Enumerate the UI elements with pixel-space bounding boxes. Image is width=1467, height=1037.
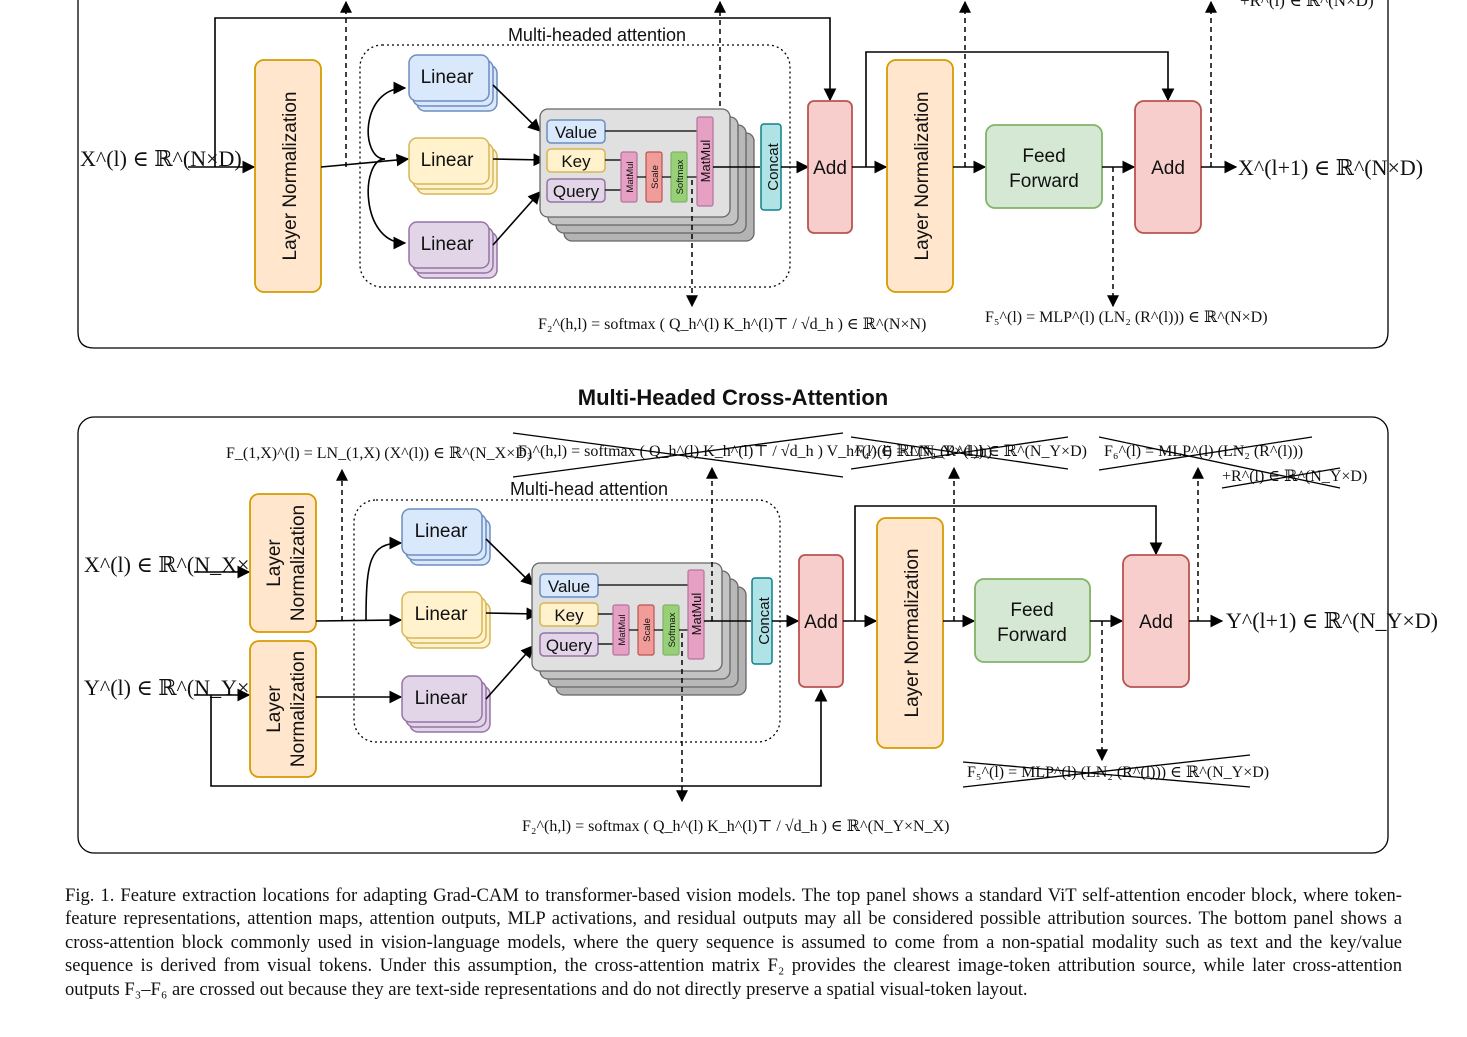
feed-label: Feed (1022, 146, 1065, 167)
bottom-linear-value: Linear (401, 508, 491, 566)
linear-label: Linear (421, 234, 474, 255)
bottom-output-label: Y^(l+1) ∈ ℝ^(N_Y×D) (1226, 608, 1438, 633)
linear-label: Linear (415, 604, 468, 625)
figure-diagram: +R^(l) ∈ ℝ^(N×D) X^(l) ∈ ℝ^(N×D) Layer N… (77, 0, 1438, 854)
top-layer-norm-1 (254, 59, 322, 293)
bottom-f1-formula: F_(1,X)^(l) = LN_(1,X) (X^(l)) ∈ ℝ^(N_X×… (226, 445, 532, 462)
value-label: Value (548, 577, 590, 596)
bottom-mha-title: Multi-head attention (510, 479, 668, 499)
figure-caption: Fig. 1. Feature extraction locations for… (65, 885, 1402, 1000)
top-linear-key: Linear (408, 137, 498, 195)
query-label: Query (553, 182, 600, 201)
key-label: Key (554, 606, 584, 625)
bottom-f6-formula: F₆^(l) = MLP^(l) (LN₂ (R^(l))) (1104, 443, 1303, 460)
scale-label: Scale (642, 618, 653, 642)
bottom-f2-formula: F₂^(h,l) = softmax ( Q_h^(l) K_h^(l)⊤ / … (522, 818, 949, 835)
bottom-f3-formula: F₃^(h,l) = softmax ( Q_h^(l) K_h^(l)⊤ / … (518, 443, 992, 460)
bottom-linear-query: Linear (401, 675, 491, 733)
forward-label: Forward (997, 625, 1067, 646)
add-label: Add (813, 158, 847, 179)
top-matmul-big (696, 116, 714, 207)
value-label: Value (555, 123, 597, 142)
bottom-panel-title: Multi-Headed Cross-Attention (578, 385, 888, 410)
bottom-linear-key: Linear (401, 591, 491, 649)
add-label: Add (1139, 612, 1173, 633)
bottom-f3-crossed: F₃^(h,l) = softmax ( Q_h^(l) K_h^(l)⊤ / … (512, 432, 992, 478)
layer-label: Layer (264, 685, 285, 733)
bottom-layer-norm-x (249, 493, 317, 633)
bottom-layer-norm-big-label: Layer Normalization (902, 549, 923, 718)
top-f5-formula: F₅^(l) = MLP^(l) (LN₂ (R^(l))) ∈ ℝ^(N×D) (985, 309, 1268, 326)
bottom-input-y: Y^(l) ∈ ℝ^(N_Y×D) (84, 675, 273, 700)
matmul-label: MatMul (689, 593, 704, 636)
add-label: Add (1151, 158, 1185, 179)
bottom-f5-formula: F₅^(l) = MLP^(l) (LN₂ (R^(l))) ∈ ℝ^(N_Y×… (967, 764, 1269, 781)
bottom-f4-crossed: F₄^(l) = LN₂ (R^(l)) ∈ ℝ^(N_Y×D) (850, 436, 1087, 470)
add-label: Add (804, 612, 838, 633)
normalization-label: Normalization (288, 651, 309, 767)
bottom-layer-norm-big (876, 517, 944, 749)
bottom-layer-norm-y (249, 640, 317, 778)
concat-label: Concat (756, 596, 773, 644)
matmul-label: MatMul (617, 614, 628, 645)
top-linear-value: Linear (408, 54, 498, 112)
top-linear-query: Linear (408, 221, 498, 279)
linear-label: Linear (415, 521, 468, 542)
matmul-label: MatMul (625, 161, 636, 192)
forward-label: Forward (1009, 171, 1079, 192)
linear-label: Linear (415, 688, 468, 709)
top-mha-box (359, 44, 791, 288)
softmax-label: Softmax (667, 612, 678, 647)
query-label: Query (546, 636, 593, 655)
bottom-matmul-big (687, 569, 705, 660)
scale-label: Scale (650, 165, 661, 189)
top-layer-norm-2 (886, 59, 954, 293)
feed-label: Feed (1010, 600, 1053, 621)
top-mha-title: Multi-headed attention (508, 25, 686, 45)
linear-label: Linear (421, 150, 474, 171)
top-right-partial-label: +R^(l) ∈ ℝ^(N×D) (1240, 0, 1374, 10)
concat-label: Concat (765, 142, 782, 190)
top-f2-formula: F₂^(h,l) = softmax ( Q_h^(l) K_h^(l)⊤ / … (538, 316, 926, 333)
linear-label: Linear (421, 67, 474, 88)
matmul-label: MatMul (698, 140, 713, 183)
top-panel-frame (77, 0, 1389, 349)
key-label: Key (561, 152, 591, 171)
layer-label: Layer (264, 539, 285, 587)
bottom-f6-crossed: F₆^(l) = MLP^(l) (LN₂ (R^(l))) +R^(l) ∈ … (1098, 436, 1367, 489)
bottom-f5-crossed: F₅^(l) = MLP^(l) (LN₂ (R^(l))) ∈ ℝ^(N_Y×… (962, 754, 1269, 788)
top-layer-norm-1-label: Layer Normalization (280, 92, 301, 261)
normalization-label: Normalization (288, 505, 309, 621)
bottom-input-x: X^(l) ∈ ℝ^(N_X×D) (84, 552, 273, 577)
top-output-label: X^(l+1) ∈ ℝ^(N×D) (1238, 155, 1423, 180)
bottom-f6-formula-2: +R^(l) ∈ ℝ^(N_Y×D) (1222, 468, 1367, 485)
top-layer-norm-2-label: Layer Normalization (912, 92, 933, 261)
softmax-label: Softmax (675, 159, 686, 194)
bottom-panel-frame (77, 416, 1389, 854)
